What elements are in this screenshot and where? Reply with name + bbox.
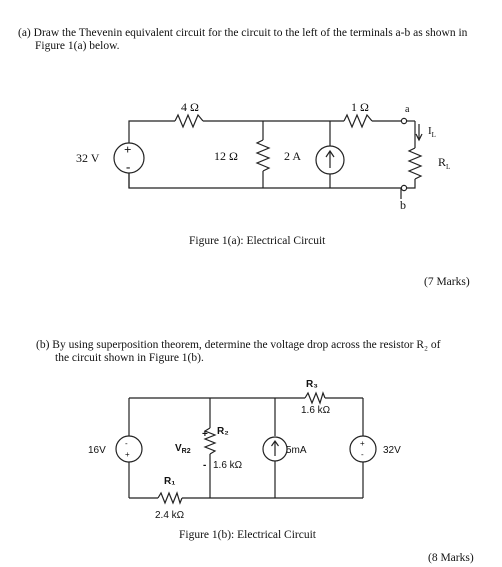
terminal-a-label: a [405, 104, 410, 115]
r3-value-b: 1.6 kΩ [301, 405, 331, 416]
right-source-plus: + [360, 439, 365, 448]
resistor-r3 [304, 391, 326, 405]
left-source-label: 16V [88, 445, 106, 456]
resistor-4ohm [174, 113, 204, 129]
figure-1a-circuit [113, 113, 423, 199]
load-resistor-label: RL [438, 155, 450, 171]
source-minus-sign: - [126, 159, 130, 174]
part-a-question-line2: Figure 1(a) below. [35, 40, 120, 52]
figure-1a-caption: Figure 1(a): Electrical Circuit [189, 235, 326, 247]
vr2-plus: + [202, 429, 208, 440]
resistor-1ohm [343, 113, 373, 129]
terminal-b [400, 184, 408, 192]
current-source-label-2a: 2 A [284, 149, 301, 163]
r3-label-a: 1 Ω [351, 100, 369, 114]
right-source-label: 32V [383, 445, 401, 456]
resistor-12ohm [255, 139, 271, 172]
r1-value-b: 2.4 kΩ [155, 510, 185, 521]
source-label-32v: 32 V [76, 151, 100, 165]
terminal-b-label: b [400, 198, 406, 212]
r2-value-b: 1.6 kΩ [213, 460, 243, 471]
part-b-question-line2: the circuit shown in Figure 1(b). [55, 352, 204, 364]
part-a-question-line1: (a) Draw the Thevenin equivalent circuit… [18, 27, 468, 39]
figure-1b-circuit [115, 391, 377, 499]
left-source-minus: - [125, 439, 128, 448]
resistor-r2 [203, 427, 217, 455]
resistor-load [407, 147, 423, 180]
part-a-marks: (7 Marks) [424, 276, 470, 288]
figure-1b-caption: Figure 1(b): Electrical Circuit [179, 529, 316, 541]
current-source-label-5ma: 5mA [286, 445, 307, 456]
r1-label-a: 4 Ω [181, 100, 199, 114]
r2-label-b: R₂ [217, 426, 229, 437]
resistor-r1 [157, 491, 183, 505]
part-b-marks: (8 Marks) [428, 552, 474, 564]
part-b-question-line1: (b) By using superposition theorem, dete… [36, 339, 441, 351]
r3-label-b: R₃ [306, 379, 318, 390]
load-current-label: IL [428, 125, 436, 139]
source-plus-sign: + [124, 142, 131, 157]
r2-label-a: 12 Ω [214, 149, 238, 163]
vr2-label: VR2 [175, 443, 191, 455]
terminal-a [400, 117, 408, 125]
r1-label-b: R₁ [164, 476, 175, 487]
left-source-plus: + [125, 450, 130, 459]
vr2-minus: - [203, 460, 206, 471]
right-source-minus: - [361, 450, 364, 459]
